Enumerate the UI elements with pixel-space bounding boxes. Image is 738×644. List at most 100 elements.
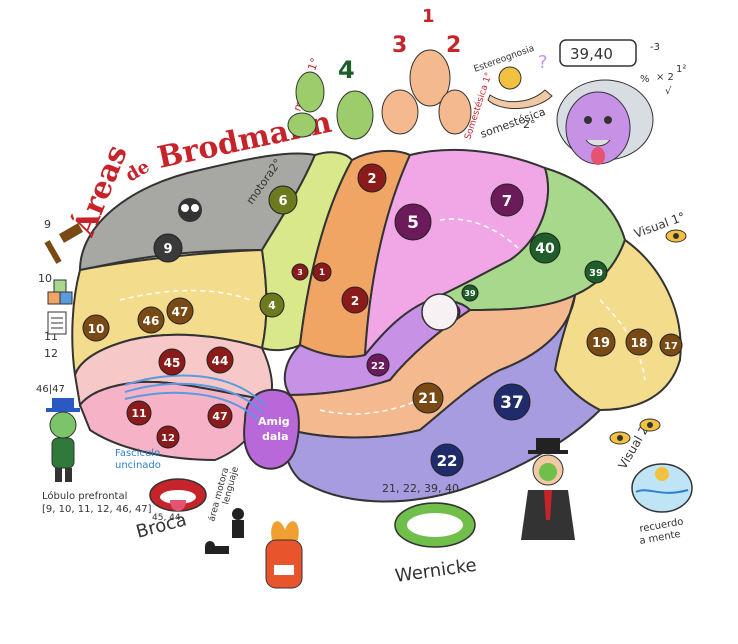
side-number-4647: 46|47 — [36, 384, 65, 395]
label-lobulo-areas: [9, 10, 11, 12, 46, 47] — [42, 504, 152, 515]
area-label-18: 18 — [631, 336, 648, 350]
area-marker-2a — [357, 163, 387, 193]
area-marker-19 — [586, 327, 616, 357]
area-label-46: 46 — [143, 314, 160, 328]
sulcus-line — [439, 218, 521, 251]
homunculus-sensory-icon — [381, 49, 472, 135]
math-x2: × 2 — [656, 72, 674, 83]
area-label-2b: 2 — [351, 294, 359, 308]
question-mark-icon: ? — [538, 52, 548, 73]
area-label-39a: 39 — [589, 268, 603, 279]
area-label-17: 17 — [664, 341, 678, 352]
owl-icon — [178, 198, 202, 222]
area-label-9: 9 — [163, 242, 172, 257]
label-wernicke: Wernicke — [394, 555, 478, 587]
area-marker-11 — [126, 400, 152, 426]
area-label-1: 1 — [319, 268, 325, 278]
sulcus-line — [599, 299, 646, 381]
area-label-47a: 47 — [172, 305, 189, 319]
area-label-12: 12 — [161, 433, 175, 444]
math-minus3: -3 — [650, 42, 660, 53]
label-somest2-a: somestésica — [479, 105, 548, 141]
area-label-37: 37 — [500, 393, 524, 413]
uncinate-fibers — [124, 374, 266, 421]
area-marker-18 — [625, 328, 653, 356]
area-label-3: 3 — [297, 268, 303, 277]
jiminy-cricket-icon — [46, 398, 80, 482]
area-label-47b: 47 — [212, 410, 227, 423]
area-label-19: 19 — [592, 336, 610, 351]
area-marker-44 — [206, 346, 234, 374]
area-label-2a: 2 — [367, 172, 376, 187]
region-violet-37-22 — [284, 294, 602, 503]
area-marker-37 — [493, 383, 531, 421]
math-pct: % — [640, 74, 650, 85]
area-label-7: 7 — [502, 192, 512, 210]
label-amigdala-a: Amig — [258, 415, 290, 428]
area-marker-21 — [412, 382, 444, 414]
label-wernicke-areas: 21, 22, 39, 40 — [382, 482, 459, 495]
homunculus-3: 3 — [392, 33, 407, 58]
label-amigdala-b: dala — [262, 430, 289, 443]
mouth-icon — [149, 478, 207, 512]
memory-beach-icon — [631, 463, 693, 513]
area-label-10: 10 — [88, 322, 105, 336]
region-amygdala — [243, 388, 300, 470]
area-marker-6 — [268, 185, 298, 215]
area-marker-45 — [158, 348, 186, 376]
einstein-icon — [556, 79, 654, 165]
area-label-5: 5 — [407, 213, 419, 233]
document-icon — [47, 311, 67, 335]
area-marker-40 — [529, 232, 561, 264]
people-icon — [205, 508, 244, 554]
area-marker-39a — [584, 260, 608, 284]
homunculus-motor-icon — [287, 71, 374, 140]
label-fasciculo-a: Fasciculo — [115, 448, 160, 459]
area-label-22a: 22 — [371, 361, 385, 372]
area-marker-5 — [394, 203, 432, 241]
area-marker-1 — [312, 262, 332, 282]
area-label-44: 44 — [212, 354, 229, 368]
ear-icon — [421, 293, 459, 331]
label-broca-areas: 45, 44 — [152, 513, 181, 523]
blocks-icon — [47, 279, 73, 305]
area-label-40: 40 — [535, 241, 555, 257]
math-bubble — [559, 39, 637, 67]
homunculus-2: 2 — [446, 33, 461, 58]
area-label-6: 6 — [278, 194, 287, 209]
area-label-22b: 22 — [437, 452, 458, 470]
area-marker-12 — [156, 425, 180, 449]
area-marker-46 — [137, 306, 165, 334]
area-marker-17 — [659, 333, 683, 357]
math-root: √ — [665, 86, 672, 97]
eye-icon — [609, 229, 687, 445]
area-label-11: 11 — [131, 407, 146, 420]
area-marker-4 — [259, 292, 285, 318]
area-marker-10 — [82, 314, 110, 342]
area-marker-7 — [490, 183, 524, 217]
area-label-4: 4 — [268, 299, 276, 312]
coin-hand-icon — [487, 66, 553, 110]
side-number-10: 10 — [38, 272, 52, 285]
label-somest2-b: 2° — [523, 118, 536, 131]
anger-character-icon — [265, 521, 303, 589]
sulcus-line — [119, 289, 251, 301]
wernicke-mouth-icon — [394, 502, 476, 548]
area-marker-47a — [166, 297, 194, 325]
math-t: 1² — [676, 64, 686, 75]
area-label-45: 45 — [164, 356, 181, 370]
math-display: 39,40 — [570, 45, 613, 63]
side-number-12: 12 — [44, 347, 58, 360]
label-fasciculo-b: uncinado — [115, 460, 161, 471]
area-marker-9 — [153, 233, 183, 263]
area-label-39b: 39 — [464, 289, 476, 298]
area-label-21: 21 — [418, 391, 437, 407]
area-marker-3 — [291, 263, 309, 281]
gavel-icon — [44, 223, 84, 264]
area-marker-22b — [430, 443, 464, 477]
area-marker-39b — [461, 284, 479, 302]
homunculus-1: 1 — [422, 6, 435, 27]
area-marker-22a — [366, 353, 390, 377]
